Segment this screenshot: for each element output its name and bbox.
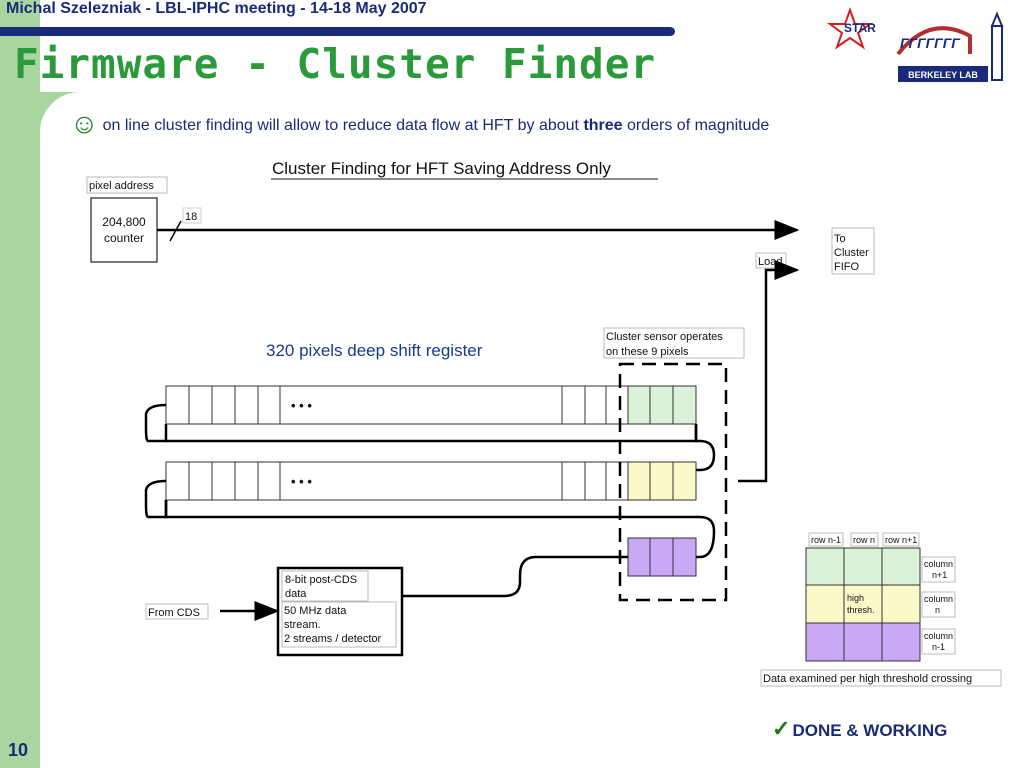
stream-info-2: stream. bbox=[284, 619, 321, 631]
purple-cell bbox=[672, 537, 697, 577]
done-text: DONE & WORKING bbox=[792, 721, 948, 740]
slide-number: 10 bbox=[8, 740, 29, 760]
column-label-n-b: n bbox=[935, 605, 940, 615]
done-status: ✓DONE & WORKING bbox=[772, 716, 947, 742]
berkeley-lab-text: BERKELEY LAB bbox=[908, 70, 978, 80]
counter-label-1: 204,800 bbox=[102, 215, 146, 229]
column-label-n-a: column bbox=[924, 594, 953, 604]
high-thresh-1: high bbox=[847, 593, 864, 603]
left-band bbox=[0, 0, 40, 768]
post-cds-label-2: data bbox=[285, 588, 307, 600]
bullet-text-after: orders of magnitude bbox=[622, 117, 770, 134]
green-cell bbox=[649, 385, 674, 425]
row-label-n+1: row n+1 bbox=[885, 535, 917, 545]
column-label-n-1-b: n-1 bbox=[932, 642, 945, 652]
ellipsis-row-1: • • • bbox=[291, 398, 312, 413]
fifo-label-2: Cluster bbox=[834, 247, 869, 259]
header-text: Michal Szelezniak - LBL-IPHC meeting - 1… bbox=[6, 0, 427, 17]
berkeley-lab-dashes: ΓΓΓΓΓΓΓ bbox=[900, 35, 961, 51]
slide-title: Firmware - Cluster Finder bbox=[14, 40, 657, 88]
header-bar bbox=[0, 27, 675, 36]
shift-register-row-2 bbox=[165, 461, 697, 501]
sensor-note-1: Cluster sensor operates bbox=[606, 331, 723, 343]
diagram-title: Cluster Finding for HFT Saving Address O… bbox=[272, 159, 611, 178]
fifo-label-1: To bbox=[834, 233, 846, 245]
berkeley-arch-icon bbox=[896, 26, 972, 56]
yellow-cell bbox=[649, 461, 674, 501]
row-label-n-1: row n-1 bbox=[811, 535, 841, 545]
bus-width-label: 18 bbox=[185, 211, 197, 223]
bullet-line: ☺on line cluster finding will allow to r… bbox=[70, 108, 769, 140]
logos: STAR ΓΓΓΓΓΓΓ BERKELEY LAB bbox=[827, 7, 1004, 82]
row-label-n: row n bbox=[853, 535, 875, 545]
shift-register-row-1 bbox=[165, 385, 697, 425]
bullet-text-bold: three bbox=[583, 117, 623, 134]
green-cell bbox=[672, 385, 697, 425]
bullet-text-before: on line cluster finding will allow to re… bbox=[102, 117, 584, 134]
pixel-grid bbox=[805, 547, 921, 662]
load-line bbox=[738, 260, 800, 483]
yellow-cell bbox=[627, 461, 651, 501]
counter-box bbox=[90, 197, 158, 263]
yellow-cell bbox=[672, 461, 697, 501]
load-label: Load bbox=[758, 256, 782, 268]
purple-cell bbox=[649, 537, 674, 577]
pixel-address-label: pixel address bbox=[89, 180, 154, 192]
purple-cell bbox=[627, 537, 651, 577]
green-cell bbox=[627, 385, 651, 425]
checkmark-icon: ✓ bbox=[772, 716, 791, 741]
post-cds-label-1: 8-bit post-CDS bbox=[285, 574, 357, 586]
fifo-label-3: FIFO bbox=[834, 261, 859, 273]
shift-register-loops bbox=[144, 403, 716, 598]
star-logo-icon bbox=[827, 7, 873, 50]
from-cds-label: From CDS bbox=[148, 607, 200, 619]
data-examined-label: Data examined per high threshold crossin… bbox=[763, 673, 972, 685]
column-label-n+1-b: n+1 bbox=[932, 570, 947, 580]
cluster-window bbox=[618, 362, 728, 602]
shift-register-row-3 bbox=[627, 537, 697, 577]
stream-info-3: 2 streams / detector bbox=[284, 633, 382, 645]
stream-info-1: 50 MHz data bbox=[284, 605, 347, 617]
shift-register-label: 320 pixels deep shift register bbox=[266, 341, 483, 360]
sensor-note-2: on these 9 pixels bbox=[606, 346, 689, 358]
column-label-n+1-a: column bbox=[924, 559, 953, 569]
smiley-icon: ☺ bbox=[70, 108, 99, 139]
column-label-n-1-a: column bbox=[924, 631, 953, 641]
star-logo-text: STAR bbox=[844, 21, 876, 35]
high-thresh-2: thresh. bbox=[847, 605, 875, 615]
counter-label-2: counter bbox=[104, 231, 144, 245]
ellipsis-row-2: • • • bbox=[291, 474, 312, 489]
